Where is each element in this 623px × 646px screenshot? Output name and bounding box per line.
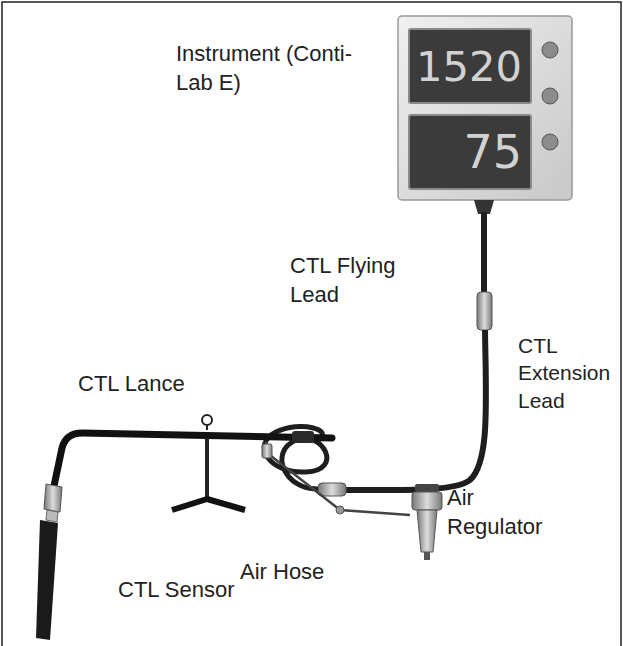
hose-fitting (336, 506, 344, 514)
sensor-fitting (44, 484, 62, 512)
hose-fitting (262, 444, 272, 458)
instrument-button (542, 88, 558, 104)
display-panel: 75 (408, 114, 532, 190)
instrument-button (542, 42, 558, 58)
lance-handle (292, 431, 314, 443)
lance-ring (206, 425, 208, 430)
regulator-bowl (417, 510, 437, 552)
display-reading: 75 (463, 125, 522, 179)
regulator-body (412, 492, 442, 510)
lance-stand (205, 438, 209, 500)
lance-tube (54, 433, 332, 486)
display-reading: 1520 (416, 42, 522, 91)
stand-base (172, 499, 245, 510)
part-label: Instrument (Conti-Lab E) (176, 40, 356, 97)
extension-lead-cable (346, 330, 486, 490)
sensor-collar (46, 510, 58, 522)
part-label: CTL Extension Lead (518, 332, 618, 414)
regulator-drain (424, 552, 430, 560)
part-label: Air Regulator (447, 484, 557, 541)
display-panel: 1520 (408, 28, 532, 104)
lead-connector (318, 483, 346, 496)
lance-ring (202, 415, 212, 425)
part-label: CTL Flying Lead (290, 252, 420, 309)
part-label: Air Hose (240, 558, 380, 587)
instrument-housing (398, 16, 572, 200)
instrument-button (542, 134, 558, 150)
cable-gland (474, 200, 494, 214)
sensor-tube (36, 520, 58, 640)
lead-connector (477, 292, 492, 330)
air-hose (266, 442, 410, 515)
regulator-knob (415, 484, 439, 492)
flying-lead-cable (481, 212, 487, 294)
part-label: CTL Lance (78, 370, 228, 399)
part-label: CTL Sensor (118, 576, 278, 605)
